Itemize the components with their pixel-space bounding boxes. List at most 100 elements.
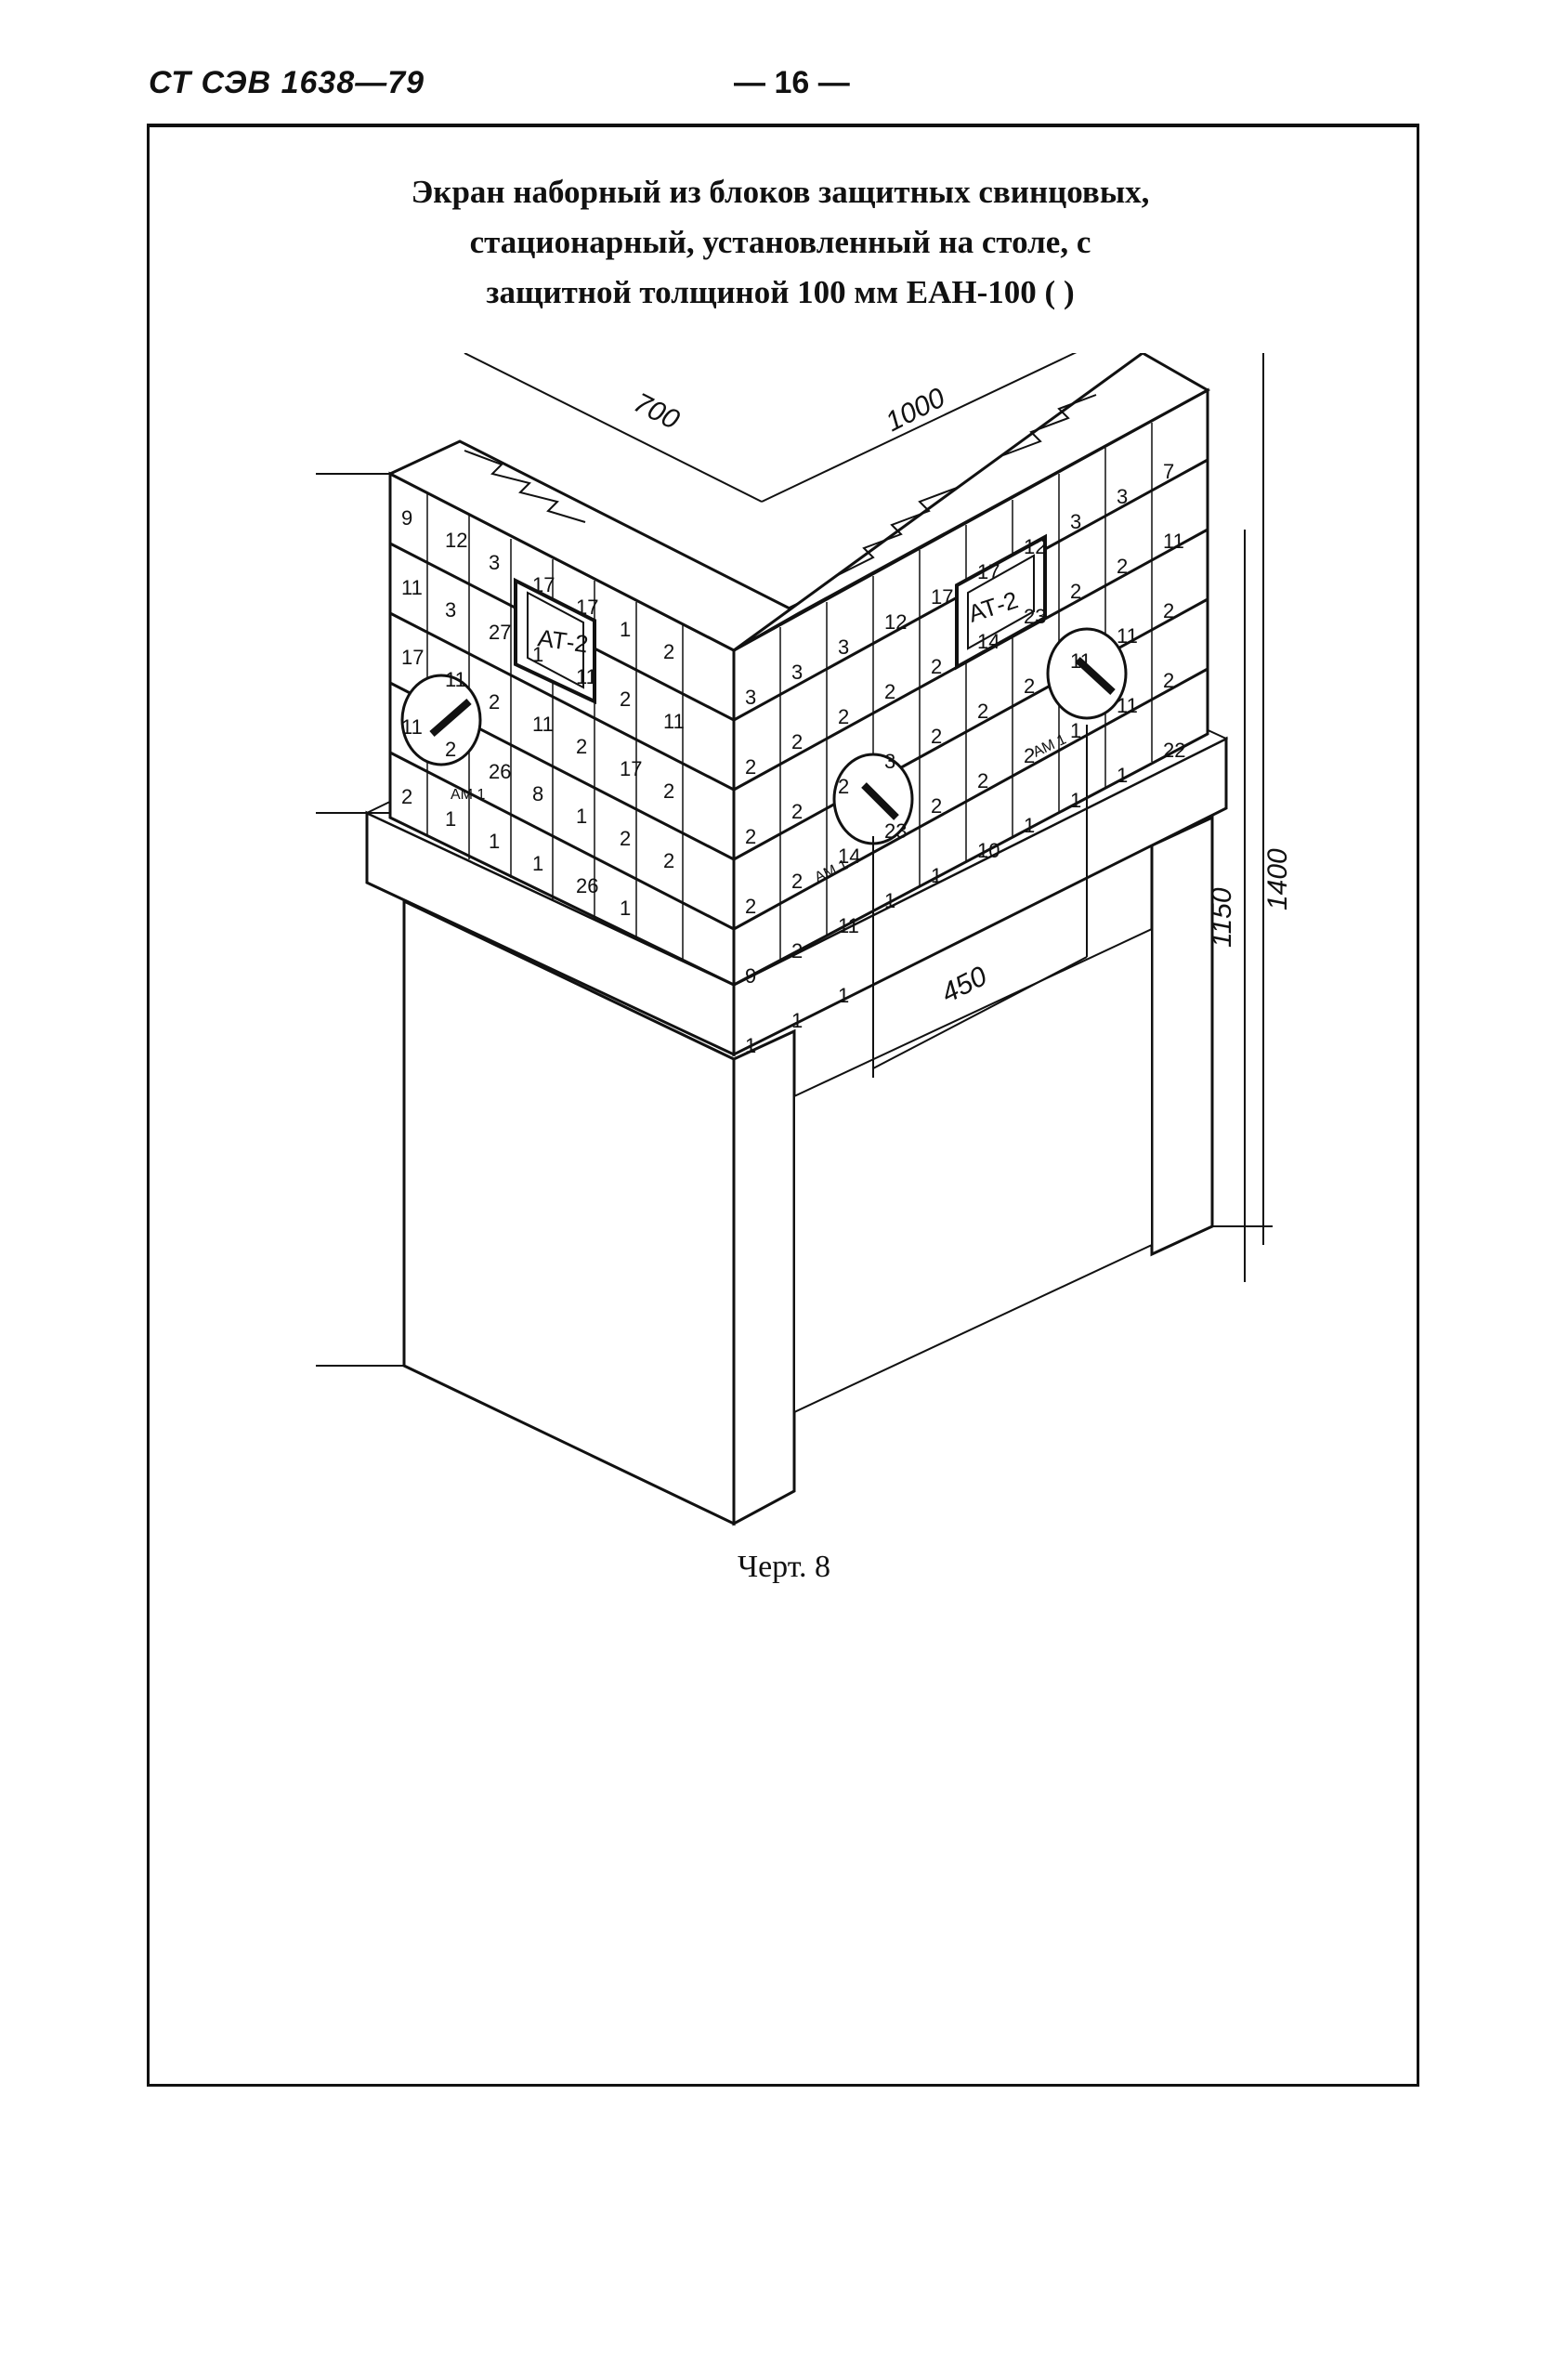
right-block-number: 14 — [838, 845, 860, 868]
right-block-number: 11 — [838, 914, 859, 937]
table-legs — [402, 815, 1214, 1526]
left-block-number: 11 — [663, 710, 685, 733]
left-block-number: 11 — [576, 665, 597, 688]
right-block-number: 1 — [791, 1009, 803, 1032]
right-block-number: 3 — [745, 686, 756, 709]
left-block-number: 1 — [532, 643, 543, 666]
right-block-number: 3 — [791, 661, 803, 684]
right-block-number: 2 — [1163, 669, 1174, 692]
dim-1400: 1400 — [1262, 848, 1293, 910]
left-block-number: 9 — [401, 506, 412, 530]
left-block-number: 17 — [576, 596, 598, 619]
left-block-number: 1 — [576, 805, 587, 828]
right-block-number: 2 — [745, 755, 756, 779]
right-block-number: 1 — [931, 864, 942, 887]
left-block-number: 1 — [620, 897, 631, 920]
left-block-number: 3 — [489, 551, 500, 574]
window-label-left: АТ-2 — [536, 623, 590, 658]
right-face-block-numbers: 3331217171233722222142322112223222111122… — [745, 460, 1185, 1057]
right-block-number: 3 — [1117, 485, 1128, 508]
right-block-number: 11 — [1117, 694, 1138, 717]
right-block-number: 2 — [1117, 555, 1128, 578]
right-block-number: 1 — [745, 1034, 756, 1057]
frame-bottom — [147, 2084, 1419, 2087]
port-label-left: АМ 1 — [451, 787, 485, 803]
right-block-number: 1 — [1070, 789, 1081, 812]
title-line-2: стационарный, установленный на столе, с — [469, 224, 1091, 260]
right-block-number: 2 — [838, 775, 849, 798]
title-line-1: Экран наборный из блоков защитных свинцо… — [411, 174, 1150, 210]
right-block-number: 2 — [1024, 744, 1035, 767]
left-face-block-numbers: 9123171712113271112111711211217211226812… — [401, 506, 685, 920]
dim-700: 700 — [629, 387, 685, 436]
right-block-number: 10 — [977, 839, 1000, 862]
right-block-number: 3 — [1070, 510, 1081, 533]
left-block-number: 12 — [445, 529, 467, 552]
right-block-number: 2 — [1070, 580, 1081, 603]
title-line-3: защитной толщиной 100 мм ЕАН-100 ( ) — [486, 274, 1075, 310]
frame-right — [1417, 127, 1419, 2086]
right-block-number: 3 — [838, 635, 849, 659]
left-block-number: 11 — [532, 713, 554, 736]
left-block-number: 2 — [663, 640, 674, 663]
figure-title: Экран наборный из блоков защитных свинцо… — [353, 167, 1208, 318]
right-block-number: 7 — [1163, 460, 1174, 483]
right-block-number: 17 — [977, 560, 1000, 583]
left-block-number: 2 — [620, 827, 631, 850]
dim-450: 450 — [936, 961, 992, 1009]
left-block-number: 2 — [663, 849, 674, 872]
right-block-number: 14 — [977, 630, 1000, 653]
left-block-number: 2 — [445, 738, 456, 761]
right-block-number: 9 — [745, 964, 756, 988]
right-block-number: 22 — [1163, 739, 1185, 762]
right-block-number: 1 — [838, 984, 849, 1007]
right-block-number: 11 — [1117, 624, 1138, 648]
right-block-number: 1 — [884, 889, 895, 912]
screen-right-face: АТ-2 АМ 1 АМ 1 — [732, 387, 1209, 988]
left-block-number: 8 — [532, 782, 543, 805]
screen-top — [386, 351, 1211, 652]
right-block-number: 2 — [1163, 599, 1174, 622]
left-block-number: 2 — [576, 735, 587, 758]
left-block-number: 2 — [401, 785, 412, 808]
left-block-number: 17 — [532, 573, 555, 596]
left-block-number: 1 — [445, 807, 456, 831]
right-block-number: 2 — [884, 680, 895, 703]
right-block-number: 23 — [884, 819, 907, 843]
left-block-number: 11 — [401, 715, 423, 739]
right-block-number: 2 — [791, 800, 803, 823]
left-block-number: 3 — [445, 598, 456, 622]
right-block-number: 23 — [1024, 605, 1046, 628]
left-block-number: 17 — [401, 646, 424, 669]
right-block-number: 2 — [977, 700, 988, 723]
right-block-number: 2 — [931, 794, 942, 818]
right-block-number: 1 — [1117, 764, 1128, 787]
right-block-number: 2 — [745, 825, 756, 848]
right-block-number: 12 — [1024, 535, 1046, 558]
left-block-number: 27 — [489, 621, 511, 644]
right-block-number: 2 — [791, 730, 803, 753]
left-block-number: 26 — [489, 760, 511, 783]
dim-1150: 1150 — [1207, 887, 1237, 948]
left-block-number: 11 — [445, 668, 466, 691]
frame-left — [147, 127, 150, 2086]
right-block-number: 12 — [884, 610, 907, 634]
right-block-number: 2 — [931, 655, 942, 678]
page-number: — 16 — — [734, 65, 850, 100]
right-block-number: 1 — [1024, 814, 1035, 837]
left-block-number: 26 — [576, 874, 598, 897]
right-block-number: 3 — [884, 750, 895, 773]
right-block-number: 11 — [1070, 649, 1091, 673]
right-block-number: 2 — [745, 895, 756, 918]
left-block-number: 2 — [620, 687, 631, 711]
right-block-number: 2 — [1024, 674, 1035, 698]
right-block-number: 17 — [931, 585, 953, 609]
left-block-number: 1 — [532, 852, 543, 875]
right-block-number: 1 — [1070, 719, 1081, 742]
right-block-number: 2 — [791, 939, 803, 962]
right-block-number: 2 — [838, 705, 849, 728]
isometric-drawing: АТ-2 АМ 1 АТ-2 АМ 1 АМ 1 — [255, 265, 1319, 1561]
header-rule — [147, 124, 1419, 127]
left-block-number: 17 — [620, 757, 642, 780]
right-block-number: 2 — [931, 725, 942, 748]
